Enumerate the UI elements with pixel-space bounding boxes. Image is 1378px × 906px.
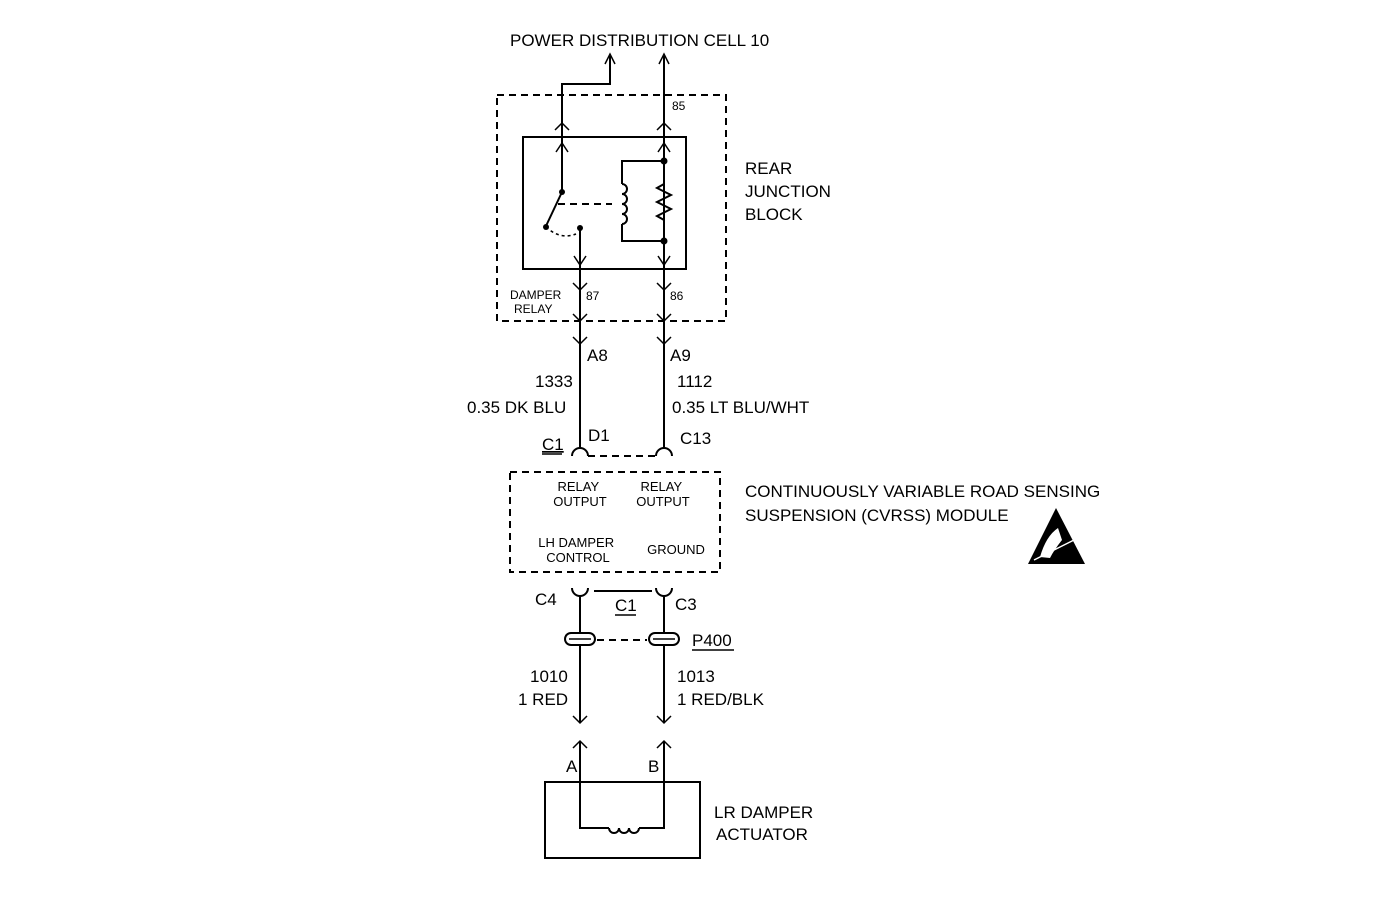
ground-label: GROUND bbox=[647, 542, 705, 557]
connector-c1-top-label: C1 bbox=[542, 435, 564, 454]
actuator-pin-b-label: B bbox=[648, 757, 659, 776]
power-feed-wires bbox=[561, 52, 670, 124]
lh-damper-control-label: LH DAMPER CONTROL bbox=[538, 535, 617, 565]
circuit-1013-label: 1013 bbox=[677, 667, 715, 686]
damper-relay-box bbox=[522, 136, 687, 270]
pin-d1-label: D1 bbox=[588, 426, 610, 445]
actuator-box bbox=[544, 781, 701, 859]
relay-coil bbox=[621, 124, 674, 322]
actuator-coil bbox=[579, 742, 665, 834]
pin-a9-label: A9 bbox=[670, 346, 691, 365]
damper-relay-label: DAMPER RELAY bbox=[510, 288, 565, 316]
circuit-1112-label: 1112 bbox=[677, 372, 712, 391]
actuator-pin-a-label: A bbox=[566, 757, 578, 776]
actuator-label: LR DAMPER ACTUATOR bbox=[714, 803, 818, 844]
cvrss-module-outline bbox=[509, 471, 721, 573]
rear-junction-block-label: REAR JUNCTION BLOCK bbox=[745, 159, 836, 224]
esd-warning-icon bbox=[1028, 508, 1085, 564]
connector-c1-bottom-label: C1 bbox=[615, 596, 637, 615]
pin-c13-label: C13 bbox=[680, 429, 711, 448]
relay-resistor bbox=[654, 183, 674, 221]
cvrss-module-name: CONTINUOUSLY VARIABLE ROAD SENSING SUSPE… bbox=[745, 482, 1105, 525]
inline-connector-p400 bbox=[564, 632, 680, 646]
pin-87-label: 87 bbox=[586, 289, 600, 303]
pin-86-label: 86 bbox=[670, 289, 684, 303]
wire-1010-color-label: 1 RED bbox=[518, 690, 568, 709]
pin-c3-label: C3 bbox=[675, 595, 697, 614]
connector-p400-label: P400 bbox=[692, 631, 732, 650]
pin-c4-label: C4 bbox=[535, 590, 557, 609]
wire-1112-color-label: 0.35 LT BLU/WHT bbox=[672, 398, 809, 417]
rear-junction-block-outline bbox=[496, 94, 727, 322]
circuit-1010-label: 1010 bbox=[530, 667, 568, 686]
pin-a8-label: A8 bbox=[587, 346, 608, 365]
wire-1013-color-label: 1 RED/BLK bbox=[677, 690, 765, 709]
relay-output-left-label: RELAY OUTPUT bbox=[553, 479, 607, 509]
relay-output-right-label: RELAY OUTPUT bbox=[636, 479, 690, 509]
pin-85-label: 85 bbox=[672, 99, 686, 113]
wire-1333-color-label: 0.35 DK BLU bbox=[467, 398, 566, 417]
relay-switch bbox=[543, 124, 612, 322]
diagram-title: POWER DISTRIBUTION CELL 10 bbox=[510, 31, 769, 50]
circuit-1333-label: 1333 bbox=[535, 372, 573, 391]
